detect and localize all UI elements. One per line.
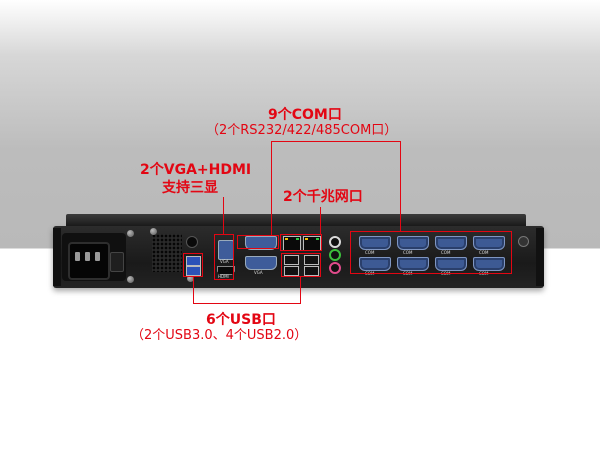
screw-icon [150, 228, 157, 235]
hdmi-port-icon [217, 266, 235, 275]
com-label: COM [479, 250, 489, 255]
vga2-port-icon [245, 256, 277, 270]
lan-pointer-line [320, 207, 321, 234]
com-annotation-subtitle: （2个RS232/422/485COM口） [206, 123, 398, 138]
power-button-icon [518, 236, 529, 247]
power-pin-icon [85, 252, 90, 261]
display-pointer-line [223, 197, 224, 234]
ps2-port-icon [186, 236, 198, 248]
com-label: COM [365, 250, 375, 255]
line-in-jack-icon [329, 236, 341, 248]
right-rack-ear [536, 228, 544, 286]
power-pin-icon [75, 252, 80, 261]
usb2-port-icon [284, 255, 299, 265]
power-pin-icon [95, 252, 100, 261]
com-upper-port-icon [245, 236, 277, 250]
vga-label: VGA [220, 259, 229, 264]
hdmi-label: HDMI [218, 274, 229, 279]
usb2-port-icon [304, 266, 319, 276]
display-highlight-box [214, 234, 234, 280]
left-rack-ear [53, 228, 61, 286]
com-label: COM [403, 250, 413, 255]
usb-bracket-left [193, 277, 194, 304]
com-bracket-right [400, 141, 401, 231]
line-out-jack-icon [329, 249, 341, 261]
usb-bracket-bottom [193, 303, 301, 304]
usb-annotation-title: 6个USB口 [206, 312, 276, 328]
com-port-icon [359, 257, 391, 271]
display-annotation-line2: 支持三显 [162, 180, 218, 196]
com-upper-highlight-box [237, 235, 279, 249]
com-port-icon [359, 236, 391, 250]
lan-highlight-box [280, 234, 322, 251]
power-switch [110, 252, 124, 272]
chassis-top-cover [66, 214, 526, 228]
com-bracket-left [271, 141, 272, 235]
com-bracket-top [271, 141, 401, 142]
com-port-icon [435, 257, 467, 271]
vent-grille [152, 234, 182, 272]
mic-jack-icon [329, 262, 341, 274]
com-label: COM [441, 250, 451, 255]
usb3-port-icon [186, 256, 201, 266]
usb2-port-icon [284, 266, 299, 276]
screw-icon [127, 230, 134, 237]
usb3-highlight-box [183, 253, 203, 277]
screw-icon [187, 275, 194, 282]
power-socket-icon [68, 242, 110, 280]
com-port-icon [473, 236, 505, 250]
display-annotation-line1: 2个VGA+HDMI [140, 162, 252, 178]
com-highlight-box [350, 231, 512, 274]
com-port-icon [397, 257, 429, 271]
com-port-icon [473, 257, 505, 271]
usb2-port-icon [304, 255, 319, 265]
usb-annotation-subtitle: （2个USB3.0、4个USB2.0） [131, 328, 308, 343]
usb-bracket-right [300, 277, 301, 304]
com-port-icon [435, 236, 467, 250]
com-annotation-title: 9个COM口 [268, 107, 342, 123]
usb3-port-icon [186, 266, 201, 276]
com-port-icon [397, 236, 429, 250]
lan-annotation-title: 2个千兆网口 [283, 189, 363, 205]
vga2-label: VGA [254, 270, 263, 275]
screw-icon [127, 276, 134, 283]
usb2-highlight-box [281, 253, 321, 277]
